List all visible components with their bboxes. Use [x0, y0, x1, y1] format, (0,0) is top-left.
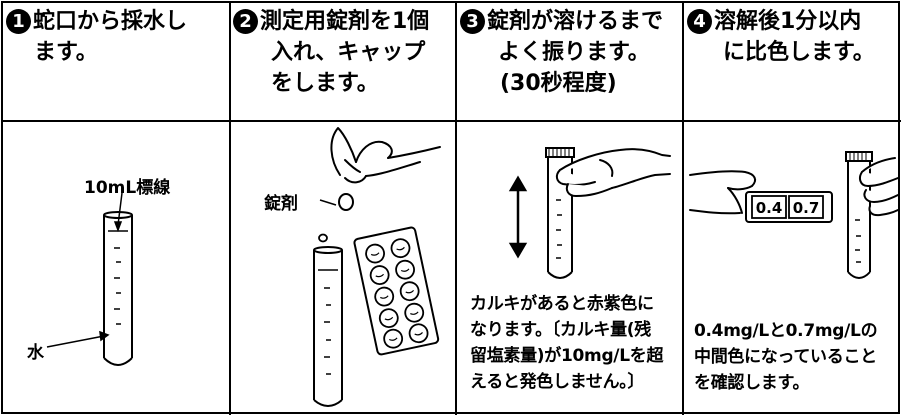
step4-number-badge: 4	[687, 9, 712, 34]
step4-heading-line1: 溶解後1分以内	[714, 9, 862, 34]
cylinder-2-icon	[313, 246, 343, 407]
hand-gripping-icon	[555, 148, 671, 197]
header-divider	[1, 120, 901, 122]
step4-note-line1: 0.4mg/Lと0.7mg/Lの	[694, 321, 878, 341]
step3-heading-line3: (30秒程度)	[500, 71, 617, 96]
falling-tablet-icon	[318, 233, 328, 243]
color-chart-card-icon: 0.4 0.7	[745, 191, 833, 223]
step1-heading-line1: 蛇口から採水し	[33, 9, 188, 34]
step4-heading-line2: に比色します。	[723, 40, 875, 65]
capped-tube-3-icon	[545, 147, 575, 279]
water-label: 水	[27, 343, 44, 363]
step3-note-line1: カルキがあると赤紫色に	[470, 294, 654, 314]
step2-number-badge: 2	[233, 9, 258, 34]
step2-heading-line2: 入れ、キャップ	[271, 40, 426, 65]
panel-divider-3	[682, 1, 684, 415]
panel-divider-1	[229, 1, 231, 415]
hand-pinching-icon	[330, 127, 441, 184]
step3-heading-line2: よく振ります。	[498, 40, 650, 65]
left-hand-icon	[689, 170, 757, 215]
step3-number-badge: 3	[460, 9, 485, 34]
step3-note: カルキがあると赤紫色に なります。〔カルキ量(残 留塩素量)が10mg/Lを超 …	[470, 291, 663, 395]
step3-note-line4: えると発色しません。〕	[470, 372, 645, 392]
step1-heading-line2: ます。	[34, 40, 98, 65]
panel-divider-2	[455, 1, 457, 415]
chip-value-low: 0.4	[756, 199, 783, 217]
water-pointer-icon	[46, 330, 110, 348]
chip-value-high: 0.7	[793, 199, 820, 217]
mark-line-label: 10mL標線	[84, 178, 171, 198]
tablet-pointer-icon	[319, 199, 337, 206]
step3-note-line2: なります。〔カルキ量(残	[470, 320, 651, 340]
step4-note: 0.4mg/Lと0.7mg/Lの 中間色になっていること を確認します。	[694, 318, 878, 396]
step1-number-badge: 1	[6, 9, 31, 34]
tablet-blister-pack-icon	[353, 226, 440, 356]
capped-tube-4-icon	[845, 151, 873, 279]
step4-note-line3: を確認します。	[694, 373, 810, 393]
right-hand-icon	[859, 157, 899, 217]
step2-heading-line1: 測定用錠剤を1個	[260, 9, 430, 34]
step4-note-line2: 中間色になっていること	[694, 347, 877, 367]
mark-pointer-icon	[113, 192, 123, 233]
step3-heading-line1: 錠剤が溶けるまで	[487, 9, 664, 34]
step3-note-line3: 留塩素量)が10mg/Lを超	[470, 346, 664, 366]
shake-arrow-icon	[508, 175, 528, 259]
tablet-held-icon	[338, 193, 354, 211]
tablet-label: 錠剤	[264, 194, 298, 214]
step2-heading-line3: をします。	[271, 71, 379, 96]
